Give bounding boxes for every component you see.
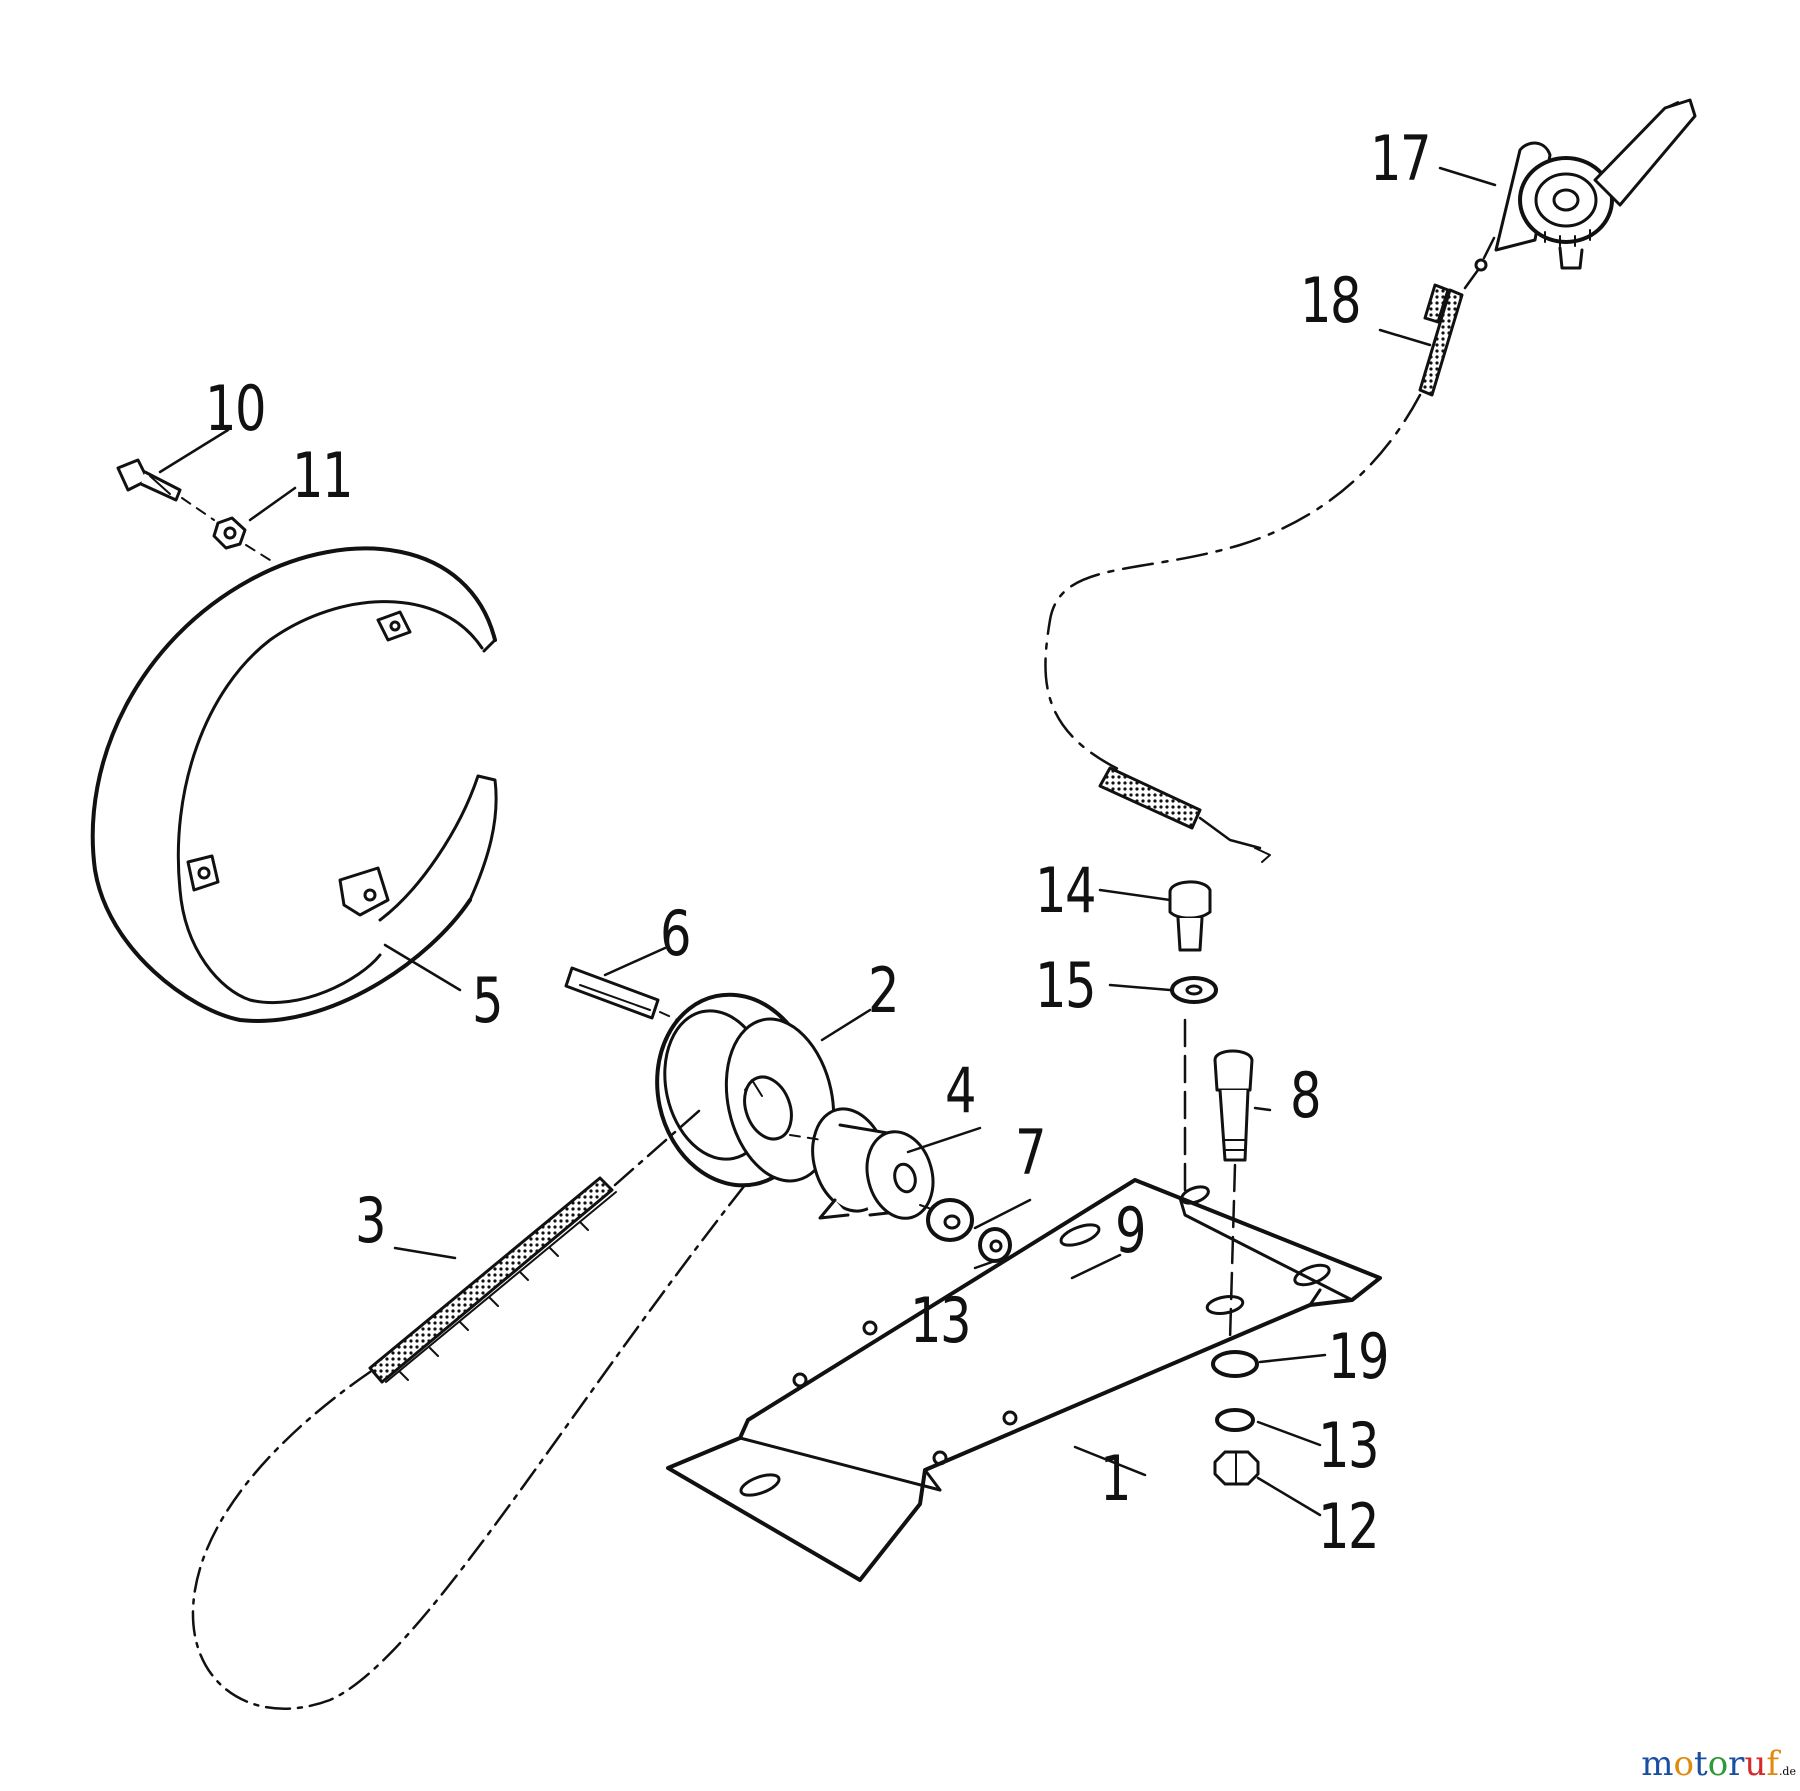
bolt-8 <box>1213 1049 1254 1162</box>
callout-6: 6 <box>660 897 692 970</box>
lock-washer-13-lower <box>1215 1408 1255 1432</box>
callout-18: 18 <box>1300 264 1362 337</box>
watermark-text: motoruf <box>1641 1744 1779 1784</box>
nut-11 <box>212 516 247 550</box>
watermark-letter: m <box>1641 1744 1674 1784</box>
throttle-lever-17 <box>1494 98 1697 270</box>
callout-13-lower: 13 <box>1318 1409 1380 1482</box>
belt-guard-cover <box>90 546 498 1023</box>
watermark-letter: o <box>1673 1744 1695 1784</box>
watermark-letter: f <box>1766 1744 1779 1784</box>
watermark-letter: r <box>1728 1744 1745 1784</box>
v-belt-3 <box>191 1108 747 1710</box>
leader-lines <box>158 166 1497 1517</box>
callout-10: 10 <box>205 372 267 445</box>
callout-15: 15 <box>1035 949 1097 1022</box>
callout-2: 2 <box>868 954 900 1027</box>
washer-19 <box>1211 1350 1259 1378</box>
bolt-10 <box>116 458 182 502</box>
motoruf-watermark-logo: motoruf.de <box>1641 1747 1796 1781</box>
key-pin-6 <box>564 966 660 1020</box>
lock-washer-13-upper <box>978 1227 1012 1263</box>
bolt-14 <box>1168 880 1212 952</box>
callout-13-upper: 13 <box>910 1284 972 1357</box>
washer-7 <box>926 1198 974 1242</box>
callout-17: 17 <box>1370 122 1432 195</box>
motor-hub-4 <box>811 1107 935 1220</box>
callout-14: 14 <box>1035 854 1097 927</box>
callout-1: 1 <box>1100 1442 1132 1515</box>
watermark-suffix: .de <box>1778 1765 1796 1778</box>
callout-9: 9 <box>1115 1194 1147 1267</box>
callout-7: 7 <box>1015 1116 1047 1189</box>
callout-5: 5 <box>472 964 504 1037</box>
throttle-cable-18 <box>1044 236 1496 863</box>
base-plate-1 <box>666 1178 1382 1582</box>
callout-4: 4 <box>945 1054 977 1127</box>
callout-8: 8 <box>1290 1059 1322 1132</box>
callout-11: 11 <box>292 439 354 512</box>
pulley-2 <box>655 992 836 1188</box>
washer-15 <box>1170 976 1218 1004</box>
callout-3: 3 <box>355 1184 387 1257</box>
callout-12: 12 <box>1318 1490 1380 1563</box>
watermark-letter: t <box>1694 1744 1708 1784</box>
watermark-letter: o <box>1707 1744 1729 1784</box>
callout-19: 19 <box>1328 1320 1390 1393</box>
watermark-letter: u <box>1744 1744 1767 1784</box>
nut-12 <box>1213 1450 1260 1486</box>
